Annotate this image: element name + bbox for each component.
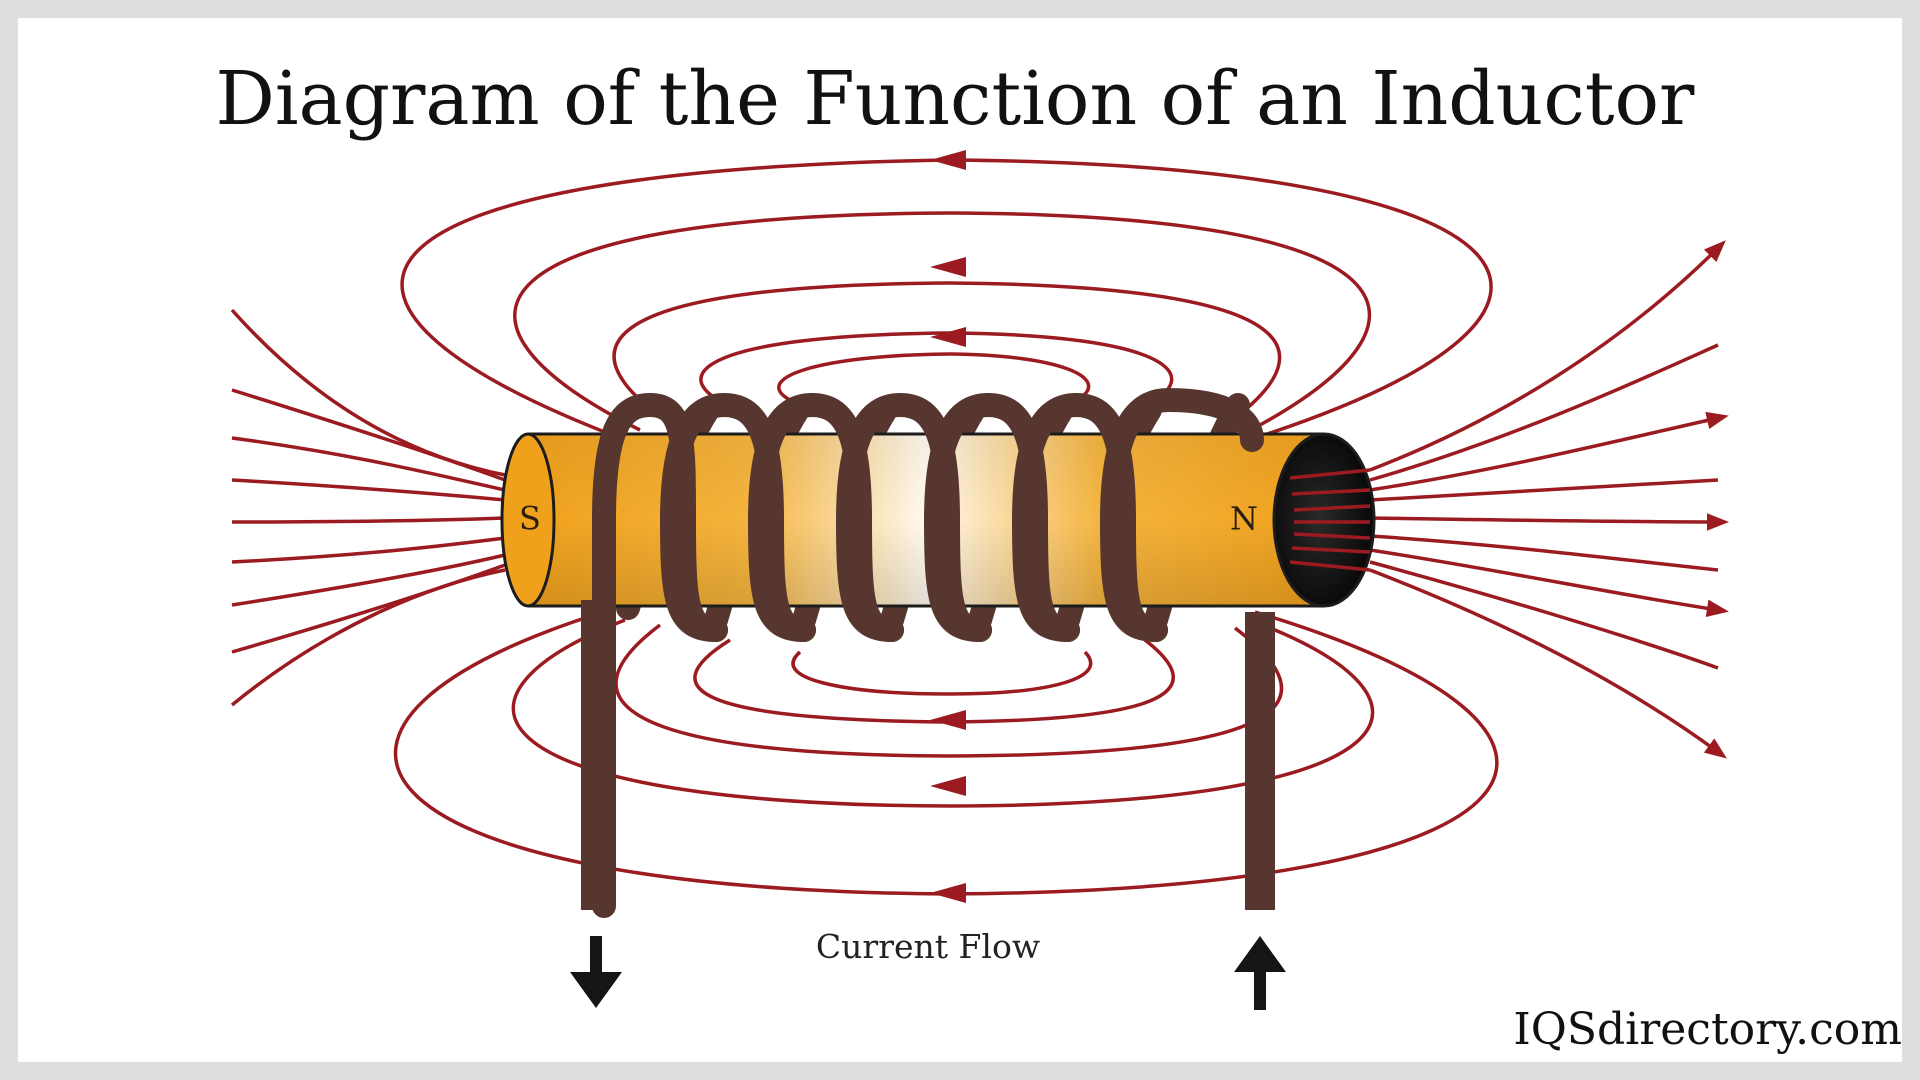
- field-lines-core-end: [1289, 468, 1371, 572]
- field-loop-bottom-2: [511, 618, 1375, 808]
- field-loop-top-3: [612, 281, 1282, 422]
- field-loop-top-2: [513, 211, 1371, 432]
- south-pole-label: S: [519, 500, 541, 538]
- loop-direction-arrows: [930, 150, 966, 903]
- lead-wires: [581, 600, 1275, 910]
- brand-watermark: IQSdirectory.com: [1513, 1004, 1902, 1055]
- field-loop-top-4: [699, 331, 1174, 412]
- field-loops-bottom: [393, 608, 1499, 896]
- field-loop-top-5: [777, 352, 1091, 402]
- field-loop-top-1: [400, 158, 1493, 440]
- arrow-down-icon: [570, 936, 622, 1008]
- current-flow-label: Current Flow: [816, 927, 1040, 966]
- field-loop-bottom-4: [693, 638, 1175, 724]
- north-pole-label: N: [1230, 500, 1258, 538]
- field-lines-left: [230, 308, 506, 707]
- field-loop-bottom-3: [614, 623, 1284, 758]
- field-loops-top: [400, 158, 1493, 440]
- coil-front-turns: [592, 387, 1264, 918]
- field-lines-right: [1369, 240, 1729, 759]
- arrow-up-icon: [1234, 936, 1286, 1010]
- field-loop-bottom-5: [791, 650, 1093, 696]
- diagram-title: Diagram of the Function of an Inductor: [216, 56, 1696, 142]
